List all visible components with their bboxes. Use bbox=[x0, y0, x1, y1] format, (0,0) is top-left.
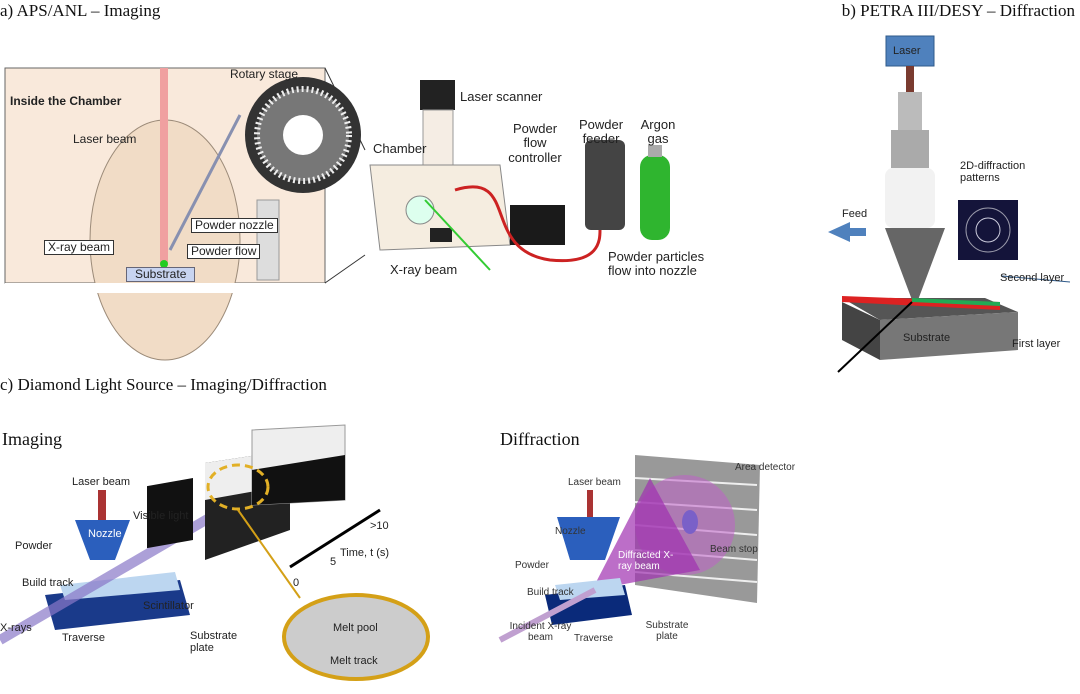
label-powder-feeder: Powder feeder bbox=[578, 117, 624, 147]
label-substrate-plate-d: Substrate plate bbox=[645, 620, 689, 642]
label-second-layer: Second layer bbox=[1000, 272, 1065, 284]
label-xray-beam-setup: X-ray beam bbox=[390, 262, 458, 277]
panel-a-title: a) APS/ANL – Imaging bbox=[0, 1, 161, 20]
label-area-detector: Area detector bbox=[735, 462, 796, 473]
label-time-axis: Time, t (s) bbox=[340, 547, 390, 559]
label-rotary-stage: Rotary stage bbox=[230, 67, 299, 81]
inset-chamber-view bbox=[4, 67, 366, 360]
label-substrate-inset: Substrate bbox=[126, 267, 196, 283]
label-first-layer: First layer bbox=[1012, 338, 1061, 350]
imaging-setup bbox=[0, 424, 430, 681]
label-powder-d: Powder bbox=[515, 560, 549, 571]
label-substrate-plate-c: Substrate plate bbox=[190, 630, 238, 655]
label-laser-box: Laser bbox=[893, 45, 921, 57]
label-chamber: Chamber bbox=[373, 141, 427, 156]
label-diffracted-beam: Diffracted X-ray beam bbox=[618, 550, 674, 572]
imaging-heading: Imaging bbox=[2, 429, 62, 449]
label-laser-beam: Laser beam bbox=[73, 132, 137, 146]
label-build-track-d: Build track bbox=[527, 587, 574, 598]
diffraction-setup bbox=[498, 455, 760, 643]
label-powder-flow-controller: Powder flow controller bbox=[508, 121, 562, 165]
label-argon-gas: Argon gas bbox=[640, 117, 676, 147]
time-tick-10: >10 bbox=[370, 520, 389, 532]
laser-beam bbox=[160, 68, 168, 263]
label-laser-scanner: Laser scanner bbox=[460, 89, 543, 104]
time-tick-0: 0 bbox=[293, 577, 300, 589]
label-laser-beam-d: Laser beam bbox=[568, 477, 621, 488]
label-2d-diffraction: 2D-diffraction patterns bbox=[960, 160, 1026, 185]
label-powder-flow: Powder flow bbox=[187, 244, 261, 260]
label-traverse-d: Traverse bbox=[574, 633, 614, 644]
label-melt-pool: Melt pool bbox=[333, 622, 378, 634]
label-powder-nozzle: Powder nozzle bbox=[191, 218, 278, 234]
label-substrate-b: Substrate bbox=[903, 332, 951, 344]
diffraction-heading: Diffraction bbox=[500, 429, 580, 449]
label-traverse-c: Traverse bbox=[62, 632, 105, 644]
label-nozzle-c: Nozzle bbox=[88, 528, 122, 540]
label-powder-particles: Powder particles flow into nozzle bbox=[608, 249, 705, 279]
panel-c-title: c) Diamond Light Source – Imaging/Diffra… bbox=[0, 375, 327, 394]
label-xray-beam-inset: X-ray beam bbox=[44, 240, 115, 256]
label-xrays: X-rays bbox=[0, 622, 32, 634]
label-nozzle-d: Nozzle bbox=[555, 526, 586, 537]
label-incident-beam: Incident X-ray beam bbox=[509, 621, 572, 643]
label-laser-beam-c: Laser beam bbox=[72, 476, 131, 488]
apparatus bbox=[369, 80, 670, 271]
label-powder-c: Powder bbox=[15, 540, 53, 552]
label-visible-light: Visible light bbox=[133, 510, 189, 522]
petra-setup bbox=[828, 35, 1071, 373]
label-feed: Feed bbox=[842, 208, 868, 220]
inset-heading: Inside the Chamber bbox=[10, 94, 122, 108]
label-beam-stop: Beam stop bbox=[710, 544, 758, 555]
time-tick-5: 5 bbox=[330, 556, 337, 568]
label-scintillator: Scintillator bbox=[143, 600, 194, 612]
label-melt-track: Melt track bbox=[330, 655, 378, 667]
panel-b-title: b) PETRA III/DESY – Diffraction bbox=[841, 1, 1075, 20]
label-build-track-c: Build track bbox=[22, 577, 74, 589]
